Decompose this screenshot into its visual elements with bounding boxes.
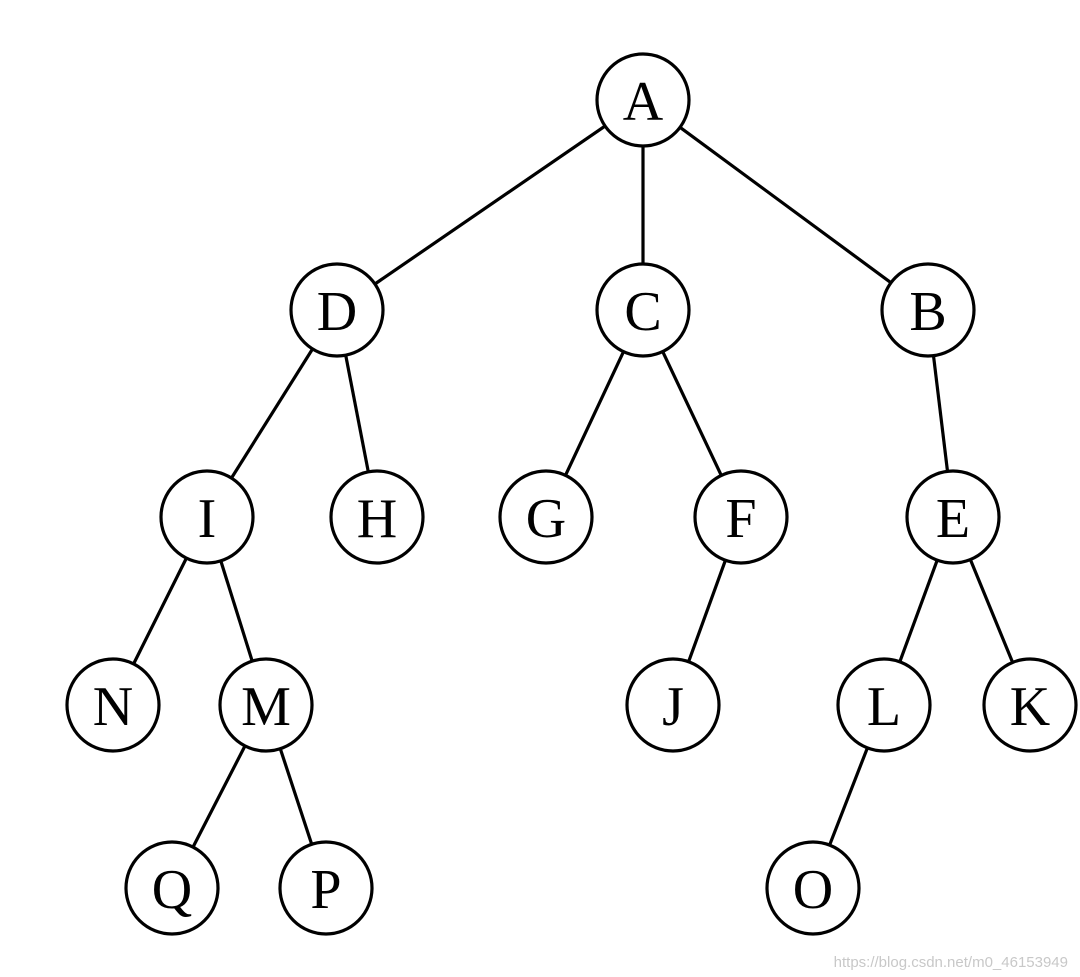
node-circle-m	[218, 657, 314, 753]
edge-b-e	[931, 355, 950, 472]
node-circle-l	[836, 657, 932, 753]
node-p: P	[278, 840, 374, 936]
edge-m-p	[278, 748, 314, 845]
node-circle-o	[765, 840, 861, 936]
node-label-d: D	[317, 281, 357, 343]
node-e: E	[905, 469, 1001, 565]
edge-e-k	[968, 558, 1015, 664]
node-circle-k	[982, 657, 1078, 753]
node-label-g: G	[526, 488, 566, 550]
node-b: B	[880, 262, 976, 358]
node-circle-f	[693, 469, 789, 565]
node-label-l: L	[867, 676, 901, 738]
node-o: O	[765, 840, 861, 936]
node-label-m: M	[241, 676, 291, 738]
node-circle-g	[498, 469, 594, 565]
node-label-i: I	[198, 488, 217, 550]
edge-m-q	[191, 745, 247, 848]
node-g: G	[498, 469, 594, 565]
node-j: J	[625, 657, 721, 753]
node-label-h: H	[357, 488, 397, 550]
node-circle-a	[595, 52, 691, 148]
node-label-n: N	[93, 676, 133, 738]
node-circle-c	[595, 262, 691, 358]
node-label-k: K	[1010, 676, 1050, 738]
node-circle-j	[625, 657, 721, 753]
node-i: I	[159, 469, 255, 565]
node-circle-e	[905, 469, 1001, 565]
edge-l-o	[828, 747, 869, 846]
node-label-j: J	[662, 676, 684, 738]
watermark-text: https://blog.csdn.net/m0_46153949	[833, 954, 1068, 971]
edge-d-h	[344, 354, 370, 473]
node-circle-h	[329, 469, 425, 565]
edge-a-b	[679, 126, 892, 284]
node-label-e: E	[936, 488, 970, 550]
node-circle-p	[278, 840, 374, 936]
node-circle-i	[159, 469, 255, 565]
node-k: K	[982, 657, 1078, 753]
node-circle-b	[880, 262, 976, 358]
node-c: C	[595, 262, 691, 358]
node-f: F	[693, 469, 789, 565]
edge-f-j	[687, 559, 727, 663]
edge-e-l	[898, 559, 939, 663]
edge-i-n	[132, 557, 188, 665]
node-label-b: B	[909, 281, 946, 343]
node-label-o: O	[793, 859, 833, 921]
edge-d-i	[230, 348, 314, 479]
node-q: Q	[124, 840, 220, 936]
node-circle-q	[124, 840, 220, 936]
edge-i-m	[219, 560, 254, 662]
node-label-q: Q	[152, 859, 192, 921]
node-d: D	[289, 262, 385, 358]
nodes-layer: A D C B I H G F E N M J L K Q P O	[65, 52, 1078, 936]
edge-c-g	[564, 351, 625, 476]
node-label-p: P	[310, 859, 341, 921]
edge-c-f	[661, 350, 723, 477]
edges-layer	[132, 124, 1015, 848]
node-a: A	[595, 52, 691, 148]
node-h: H	[329, 469, 425, 565]
node-n: N	[65, 657, 161, 753]
node-label-c: C	[624, 281, 661, 343]
node-circle-n	[65, 657, 161, 753]
node-l: L	[836, 657, 932, 753]
node-circle-d	[289, 262, 385, 358]
edge-a-d	[373, 124, 607, 286]
node-label-f: F	[725, 488, 756, 550]
node-m: M	[218, 657, 314, 753]
node-label-a: A	[623, 71, 664, 133]
